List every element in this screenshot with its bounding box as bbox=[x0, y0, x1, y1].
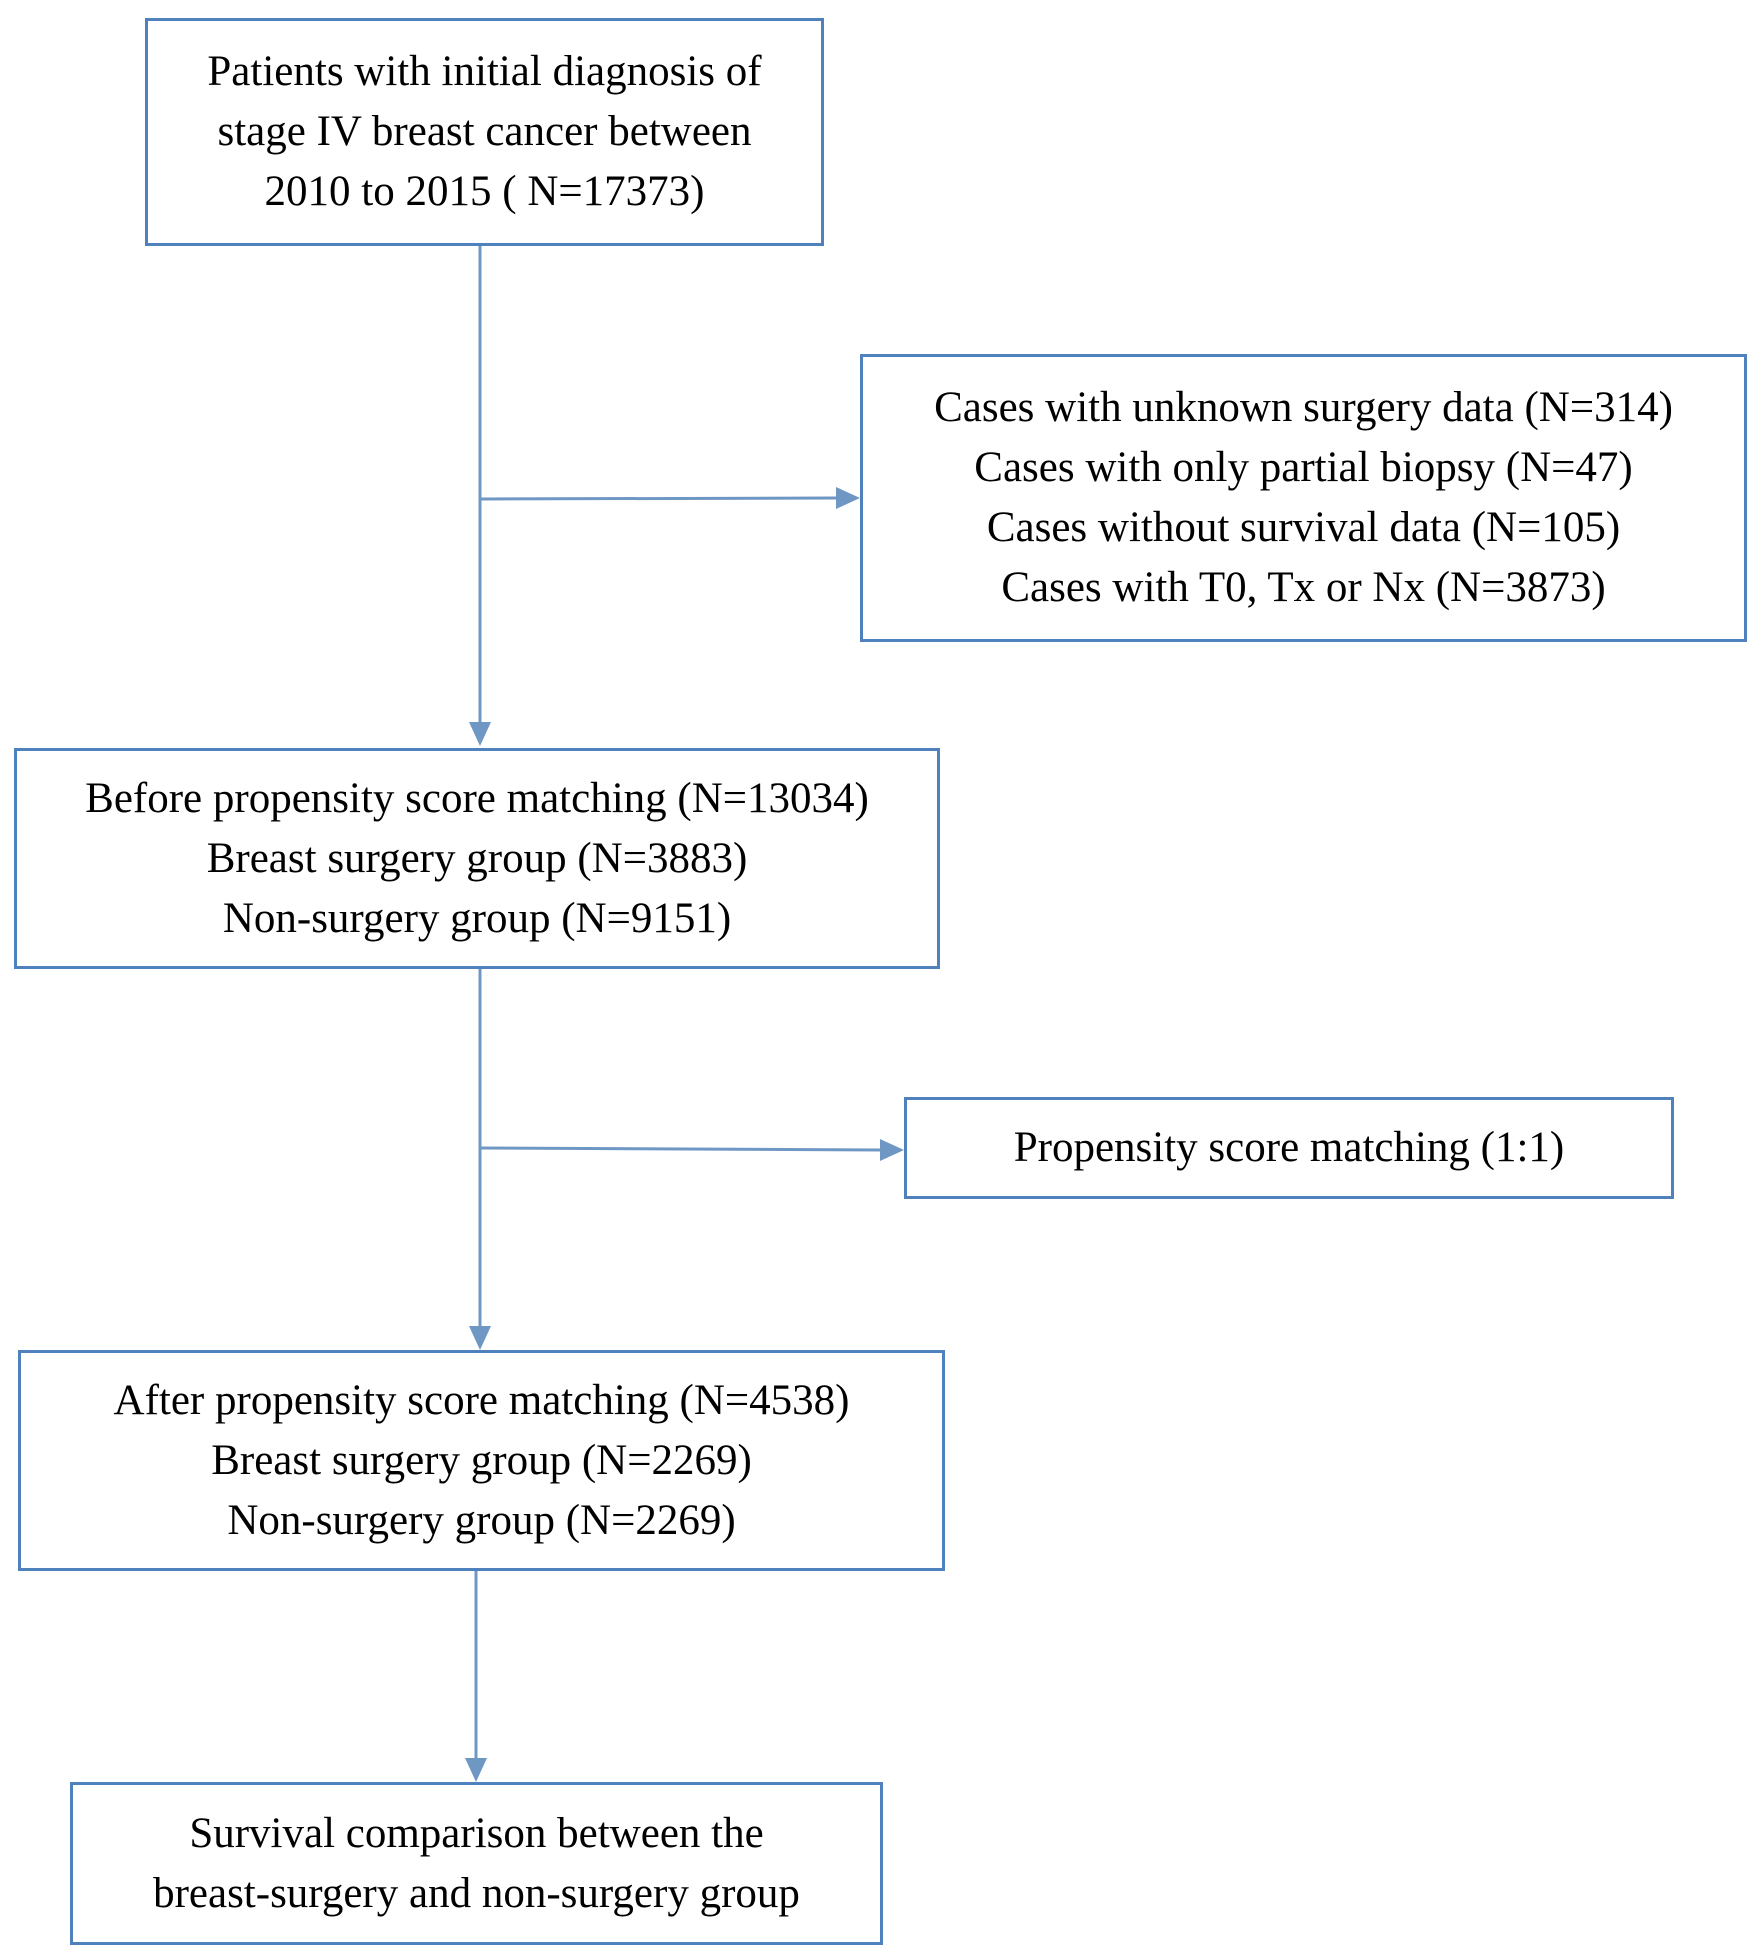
box-text-line: Breast surgery group (N=3883) bbox=[206, 834, 748, 882]
box-text-line: Breast surgery group (N=2269) bbox=[211, 1436, 752, 1484]
box-text-line: breast-surgery and non-surgery group bbox=[153, 1869, 800, 1917]
box-text-line: Non-surgery group (N=2269) bbox=[227, 1496, 736, 1544]
box-text-line: stage IV breast cancer between bbox=[217, 108, 752, 155]
after-matching-box: After propensity score matching (N=4538)… bbox=[18, 1350, 945, 1571]
box-text-line: Non-surgery group (N=9151) bbox=[222, 894, 732, 942]
excluded-cases-box: Cases with unknown surgery data (N=314) … bbox=[860, 354, 1747, 642]
connector-branch-to-psm bbox=[479, 1146, 881, 1152]
arrow-head-psm bbox=[880, 1139, 904, 1161]
arrow-head-before bbox=[469, 722, 491, 746]
box-text-line: Patients with initial diagnosis of bbox=[207, 48, 762, 95]
arrow-head-survival bbox=[465, 1758, 487, 1782]
arrow-head-after bbox=[469, 1326, 491, 1350]
initial-diagnosis-box: Patients with initial diagnosis of stage… bbox=[145, 18, 824, 246]
box-text-line: Cases with T0, Tx or Nx (N=3873) bbox=[1001, 564, 1606, 611]
box-text-line: Before propensity score matching (N=1303… bbox=[85, 774, 869, 822]
box-text-line: After propensity score matching (N=4538) bbox=[113, 1376, 850, 1424]
box-text-line: 2010 to 2015 ( N=17373) bbox=[264, 168, 705, 215]
propensity-matching-box: Propensity score matching (1:1) bbox=[904, 1097, 1674, 1199]
arrow-head-excluded bbox=[836, 487, 860, 509]
before-matching-box: Before propensity score matching (N=1303… bbox=[14, 748, 940, 969]
box-text-line: Cases with unknown surgery data (N=314) bbox=[934, 384, 1673, 431]
box-text-line: Propensity score matching (1:1) bbox=[1013, 1124, 1565, 1171]
box-text-line: Cases without survival data (N=105) bbox=[986, 504, 1621, 551]
connector-branch-to-excluded bbox=[479, 496, 837, 501]
box-text-line: Cases with only partial biopsy (N=47) bbox=[974, 444, 1633, 491]
survival-comparison-box: Survival comparison between the breast-s… bbox=[70, 1782, 883, 1945]
box-text-line: Survival comparison between the bbox=[189, 1809, 764, 1857]
